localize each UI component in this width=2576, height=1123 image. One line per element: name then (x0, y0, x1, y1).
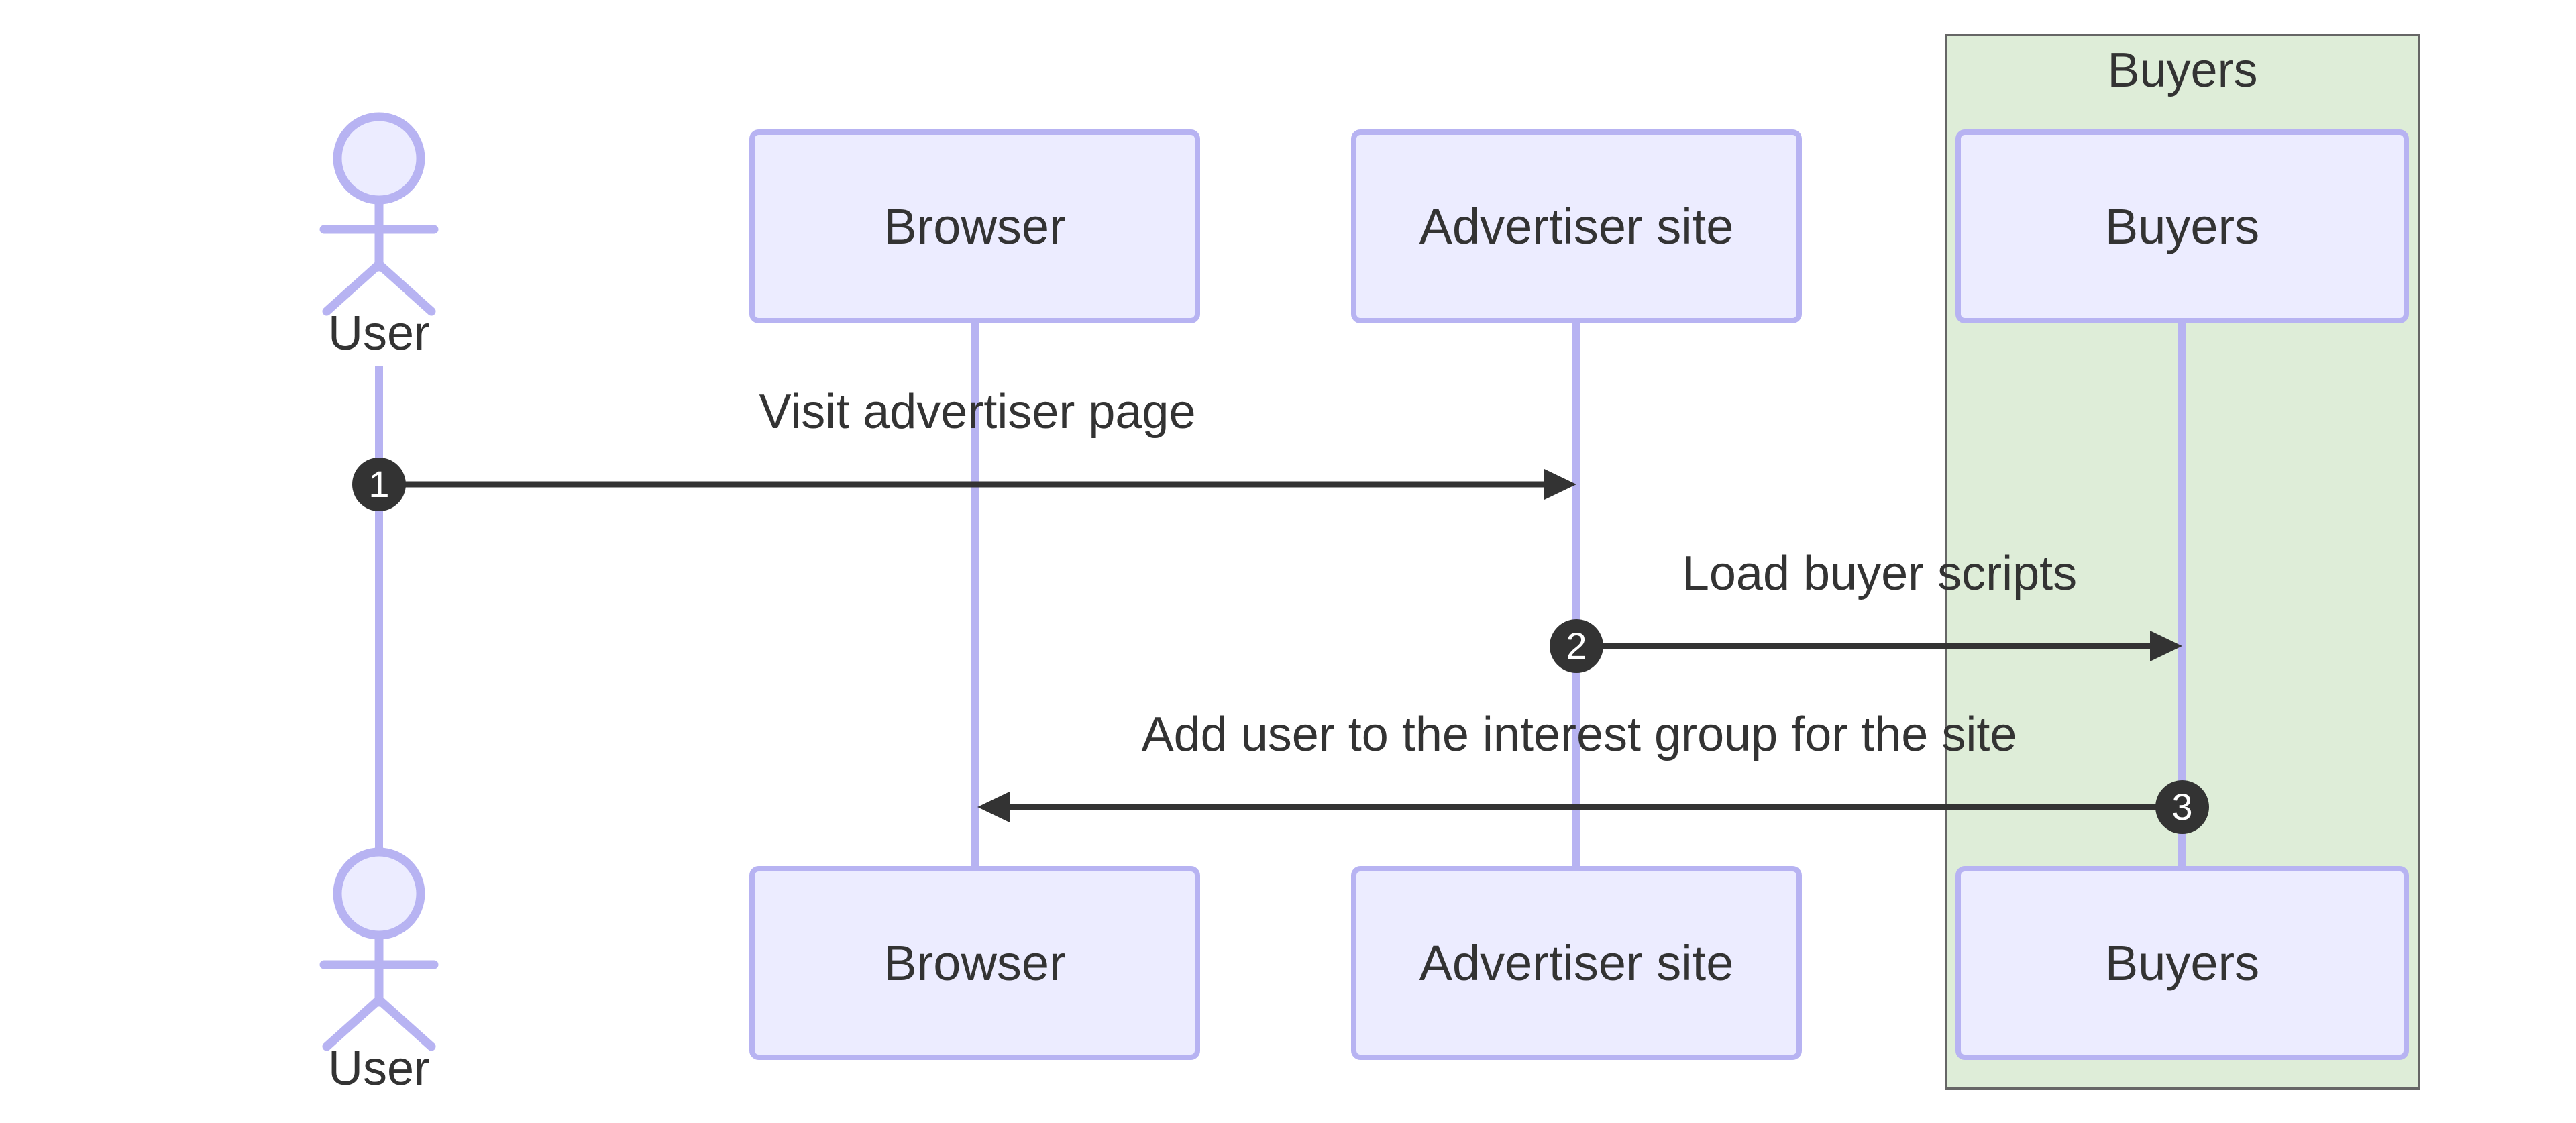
message-text-3: Add user to the interest group for the s… (1141, 708, 2017, 761)
actor-figure-user-top (319, 112, 439, 316)
arrow-message-3 (977, 792, 2182, 822)
participant-box-browser-bottom: Browser (749, 866, 1200, 1060)
actor-head (333, 112, 425, 205)
actor-leg-right (374, 260, 436, 316)
sequence-number-1: 1 (368, 463, 390, 505)
participant-label: Buyers (2104, 199, 2260, 254)
actor-leg-left (322, 260, 384, 316)
message-text-1: Visit advertiser page (759, 385, 1196, 439)
actor-figure-user-bottom (319, 847, 439, 1051)
lifeline-buyers (2178, 323, 2186, 866)
participant-box-browser-top: Browser (749, 129, 1200, 323)
arrowhead-left-icon (977, 792, 1010, 822)
participant-label: Browser (883, 199, 1066, 254)
participant-label: Buyers (2104, 935, 2260, 991)
sequence-number-3: 3 (2171, 786, 2193, 828)
sequence-number-circles (352, 458, 2209, 834)
actor-leg-left (322, 995, 384, 1051)
group-title: Buyers (2107, 44, 2258, 97)
participant-box-buyers-bottom: Buyers (1955, 866, 2409, 1060)
sequence-number-circle-2 (1550, 619, 1603, 673)
sequence-number-2: 2 (1566, 625, 1587, 667)
message-text-2: Load buyer scripts (1682, 547, 2078, 600)
lifeline-advertiser-site (1572, 323, 1580, 866)
lifeline-browser (971, 323, 979, 866)
actor-leg-right (374, 995, 436, 1051)
sequence-number-circle-3 (2155, 780, 2209, 834)
participant-box-buyers-top: Buyers (1955, 129, 2409, 323)
participant-label: Advertiser site (1419, 199, 1734, 254)
arrowhead-right-icon (2150, 631, 2182, 661)
actor-label-user-bottom: User (327, 1042, 430, 1095)
sequence-number-circle-1 (352, 458, 406, 511)
actor-label-user-top: User (327, 307, 430, 360)
arrowhead-right-icon (1544, 469, 1576, 500)
message-arrows (379, 469, 2182, 822)
participant-label: Browser (883, 935, 1066, 991)
actor-head (333, 847, 425, 940)
participant-box-advertiser-site-bottom: Advertiser site (1351, 866, 1802, 1060)
participant-label: Advertiser site (1419, 935, 1734, 991)
participant-box-advertiser-site-top: Advertiser site (1351, 129, 1802, 323)
arrow-message-1 (379, 469, 1576, 500)
arrow-message-2 (1576, 631, 2182, 661)
